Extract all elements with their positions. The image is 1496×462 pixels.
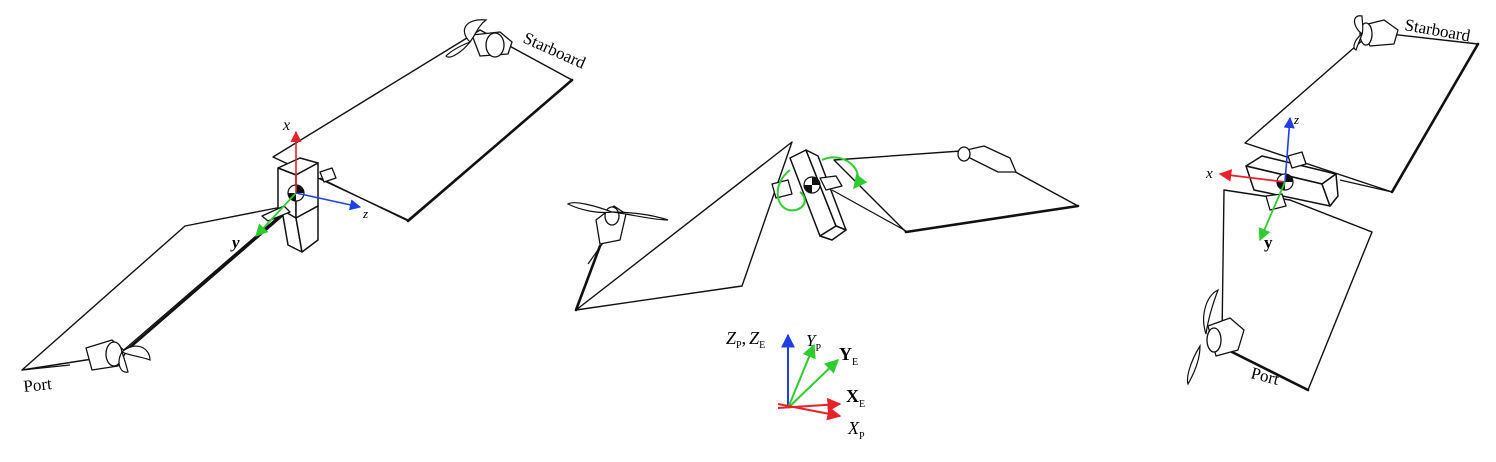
port-motor [1186, 288, 1245, 386]
rotation-arrow-right [821, 156, 868, 190]
xp-axis-arrow [777, 403, 842, 421]
y-axis-label: y [1264, 233, 1273, 252]
right-wing [831, 149, 1080, 234]
cg-marker [803, 176, 821, 194]
starboard-motor [445, 19, 513, 58]
z-axis-arrow [1283, 116, 1295, 183]
xp-label: XP [847, 418, 865, 442]
servo-left [771, 179, 793, 199]
servo [1287, 151, 1307, 169]
servo-right [819, 175, 843, 191]
view-right: z x y Starboard Port [1186, 15, 1480, 392]
x-axis-label: x [282, 117, 290, 134]
xe-axis-arrow [777, 397, 842, 412]
port-wing [1221, 189, 1373, 392]
z-axis-label: z [362, 206, 368, 221]
port-motor [85, 339, 151, 373]
y-axis-arrow [1258, 181, 1286, 242]
yp-label: YP [806, 331, 821, 354]
rotation-arrow-left [776, 169, 806, 212]
yp-axis-arrow [787, 343, 816, 409]
port-wing [21, 204, 294, 371]
ye-axis-arrow [787, 359, 840, 409]
fuselage-box [277, 157, 319, 253]
zp-ze-label: ZP,ZE [726, 328, 765, 351]
y-axis-label: y [230, 233, 240, 252]
ye-label: YE [839, 344, 858, 368]
x-axis-arrow [1218, 169, 1286, 183]
starboard-wing [272, 29, 574, 223]
servo [319, 167, 337, 183]
y-axis-arrow [255, 192, 297, 237]
view-middle: ZP,ZE YP YE XE XP [566, 141, 1080, 442]
view-left: x y z Starboard Port [21, 19, 589, 396]
starboard-wing [1244, 31, 1480, 194]
z-axis-arrow [295, 192, 362, 211]
x-axis-label: x [1205, 166, 1213, 182]
left-motor [566, 202, 669, 245]
port-label: Port [22, 374, 52, 396]
starboard-motor [1353, 15, 1399, 51]
z-axis-label: z [1293, 112, 1299, 127]
xe-label: XE [846, 386, 865, 410]
right-motor [957, 145, 1017, 173]
